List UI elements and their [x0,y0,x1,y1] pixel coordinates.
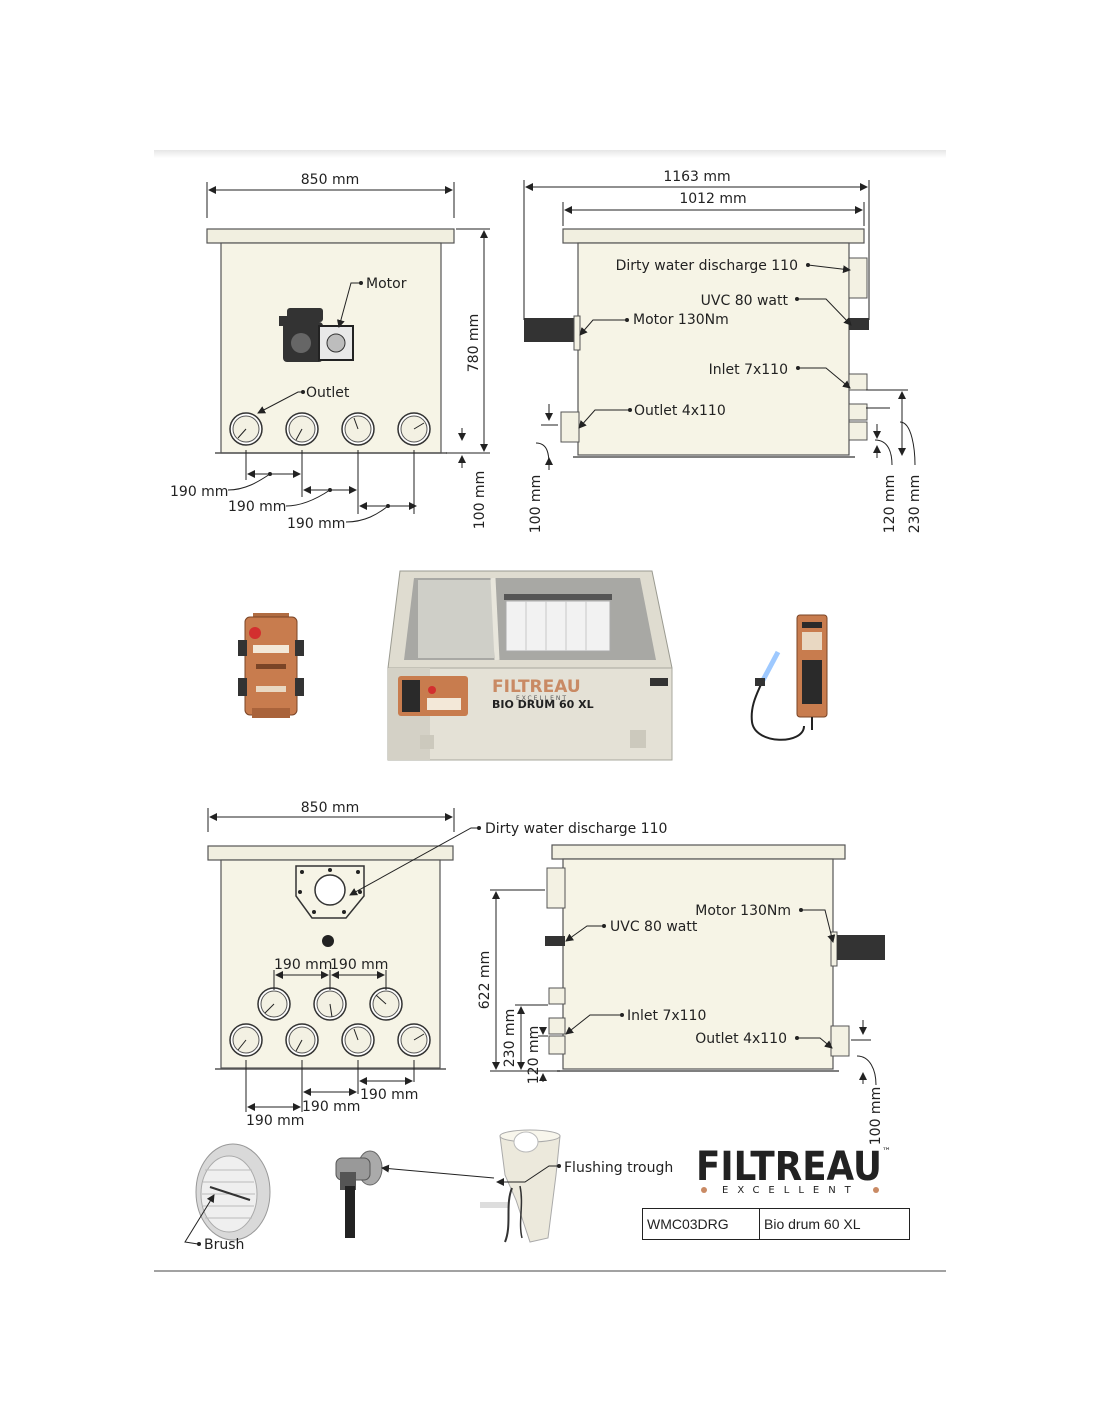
spacing-3-label: 190 mm [287,516,345,532]
motor-icon [279,308,354,362]
brand-tagline: EXCELLENT [722,1185,860,1196]
dirty-water-label: Dirty water discharge 110 [616,258,798,274]
outlet-height-label: 100 mm [868,1087,884,1145]
height-label: 780 mm [466,314,482,372]
discharge-flange-icon [295,865,365,919]
inlet-low-label: 120 mm [882,475,898,533]
spacing-2-label: 190 mm [228,499,286,515]
control-box-image [238,613,304,718]
brush-image [195,1143,271,1241]
spacing-top-2-label: 190 mm [330,957,388,973]
motor-label: Motor 130Nm [633,312,729,328]
spray-nozzle-image [335,1150,383,1238]
product-sub: EXCELLENT [516,695,568,702]
inlet-pipes [229,987,431,1057]
brush-label: Brush [204,1237,244,1253]
spacing-1-label: 190 mm [170,484,228,500]
brand-logo: FILTREAU ™ EXCELLENT [696,1144,891,1196]
bottom-offset-label: 100 mm [472,471,488,529]
part-name: Bio drum 60 XL [764,1216,861,1232]
width-label: 850 mm [301,172,359,188]
brand-name: FILTREAU [696,1144,882,1190]
inlet-label: Inlet 7x110 [627,1008,706,1024]
dirty-water-label: Dirty water discharge 110 [485,821,667,837]
bio-drum-image: FILTREAU EXCELLENT BIO DRUM 60 XL [387,570,673,761]
bottom-front-view: 850 mm Dirty water discharge 110 [207,800,667,1129]
width-label: 850 mm [301,800,359,816]
inlet-high-label: 230 mm [907,475,923,533]
part-table: WMC03DRG Bio drum 60 XL [642,1208,910,1240]
part-code: WMC03DRG [643,1209,760,1239]
spacing-b3-label: 190 mm [360,1087,418,1103]
outlet-pipes [229,412,431,446]
top-front-view: 850 mm Motor Outlet 780 mm [170,172,490,532]
uvc-lamp-image [750,614,828,741]
top-side-view: 1163 mm 1012 mm Dirty water discharge 11… [523,169,923,533]
product-model: BIO DRUM 60 XL [492,698,594,711]
uvc-label: UVC 80 watt [701,293,789,309]
brand-tm: ™ [882,1147,891,1157]
spacing-top-1-label: 190 mm [274,957,332,973]
uvc-label: UVC 80 watt [610,919,698,935]
outlet-label: Outlet 4x110 [695,1031,787,1047]
outlet-height-label: 100 mm [528,475,544,533]
product-brand: FILTREAU [492,677,581,697]
spacing-b2-label: 190 mm [302,1099,360,1115]
height-120-label: 120 mm [526,1026,542,1084]
outlet-label: Outlet [306,385,350,401]
outlet-label: Outlet 4x110 [634,403,726,419]
height-622-label: 622 mm [477,951,493,1009]
overall-length-label: 1163 mm [663,169,730,185]
inlet-label: Inlet 7x110 [709,362,788,378]
motor-label: Motor [366,276,407,292]
body-length-label: 1012 mm [679,191,746,207]
flushing-trough-image [480,1129,561,1243]
bottom-side-view: Motor 130Nm UVC 80 watt Inlet 7x110 Outl… [477,844,885,1145]
height-230-label: 230 mm [502,1009,518,1067]
header-band [154,150,946,158]
spacing-b1-label: 190 mm [246,1113,304,1129]
motor-label: Motor 130Nm [695,903,791,919]
flushing-trough-label: Flushing trough [564,1160,673,1176]
